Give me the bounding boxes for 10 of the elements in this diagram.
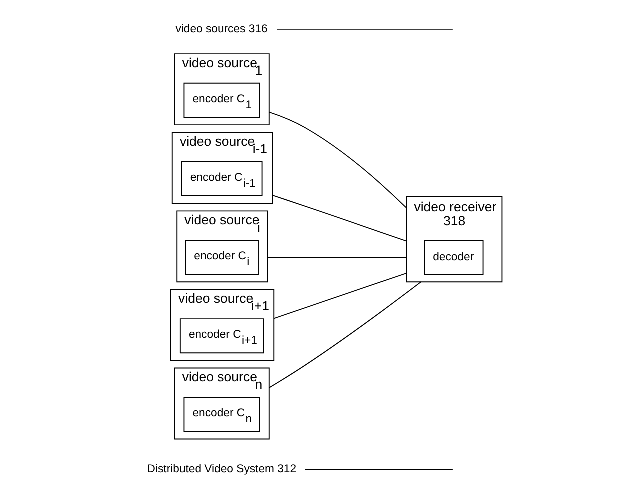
connector — [268, 282, 422, 388]
node-text: Distributed Video System 312 — [146, 463, 296, 476]
connector — [268, 112, 407, 209]
connector — [304, 469, 453, 470]
connector — [273, 272, 407, 320]
connector — [276, 28, 453, 30]
connector — [272, 194, 407, 242]
connector — [267, 257, 407, 258]
node-text: video sources 316 — [175, 23, 268, 36]
node-box: decoder — [424, 240, 484, 276]
